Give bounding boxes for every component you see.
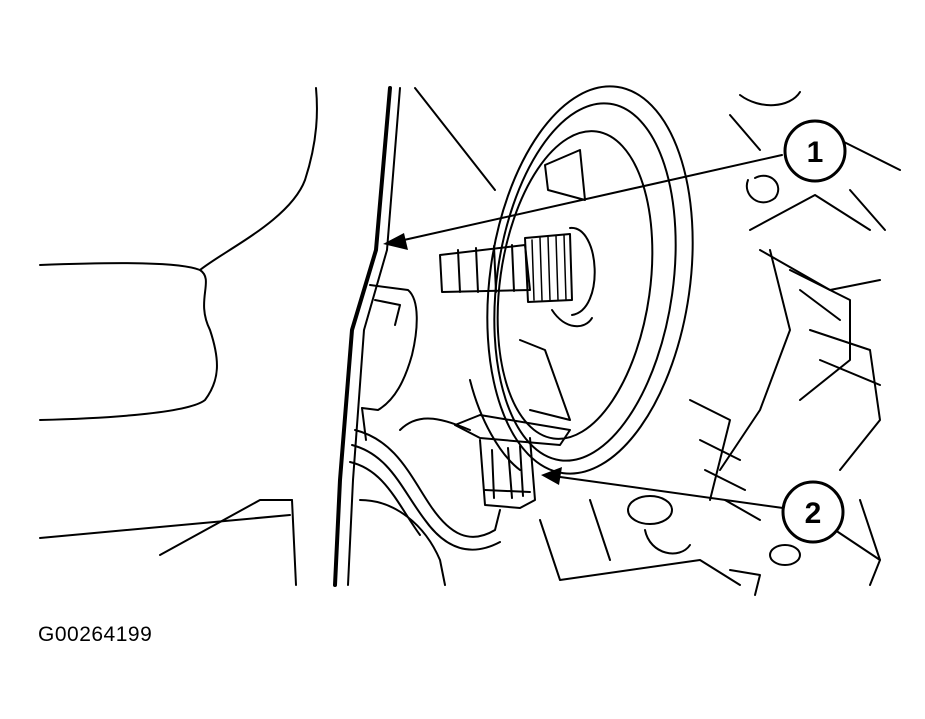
callout-1-label: 1: [807, 136, 824, 169]
callout-1-arrowhead: [383, 233, 408, 250]
callout-1: 1: [383, 119, 847, 250]
callout-2-circle: [781, 480, 845, 544]
wire-harness: [349, 417, 501, 586]
connector-clip: [361, 284, 418, 441]
figure-id: G00264199: [38, 623, 153, 646]
callout-1-leader: [394, 154, 783, 243]
callout-2-arrowhead: [541, 467, 562, 485]
dash-panel-outline: [39, 87, 318, 586]
blower-wheel: [469, 85, 694, 475]
callout-1-circle: [783, 119, 847, 183]
callout-2-label: 2: [805, 497, 822, 530]
callout-2: 2: [541, 467, 845, 544]
motor-shaft: [439, 226, 596, 328]
housing-frame: [689, 91, 901, 521]
housing-edge: [333, 86, 496, 587]
electrical-connector: [454, 414, 571, 509]
callout-2-leader: [552, 475, 784, 509]
